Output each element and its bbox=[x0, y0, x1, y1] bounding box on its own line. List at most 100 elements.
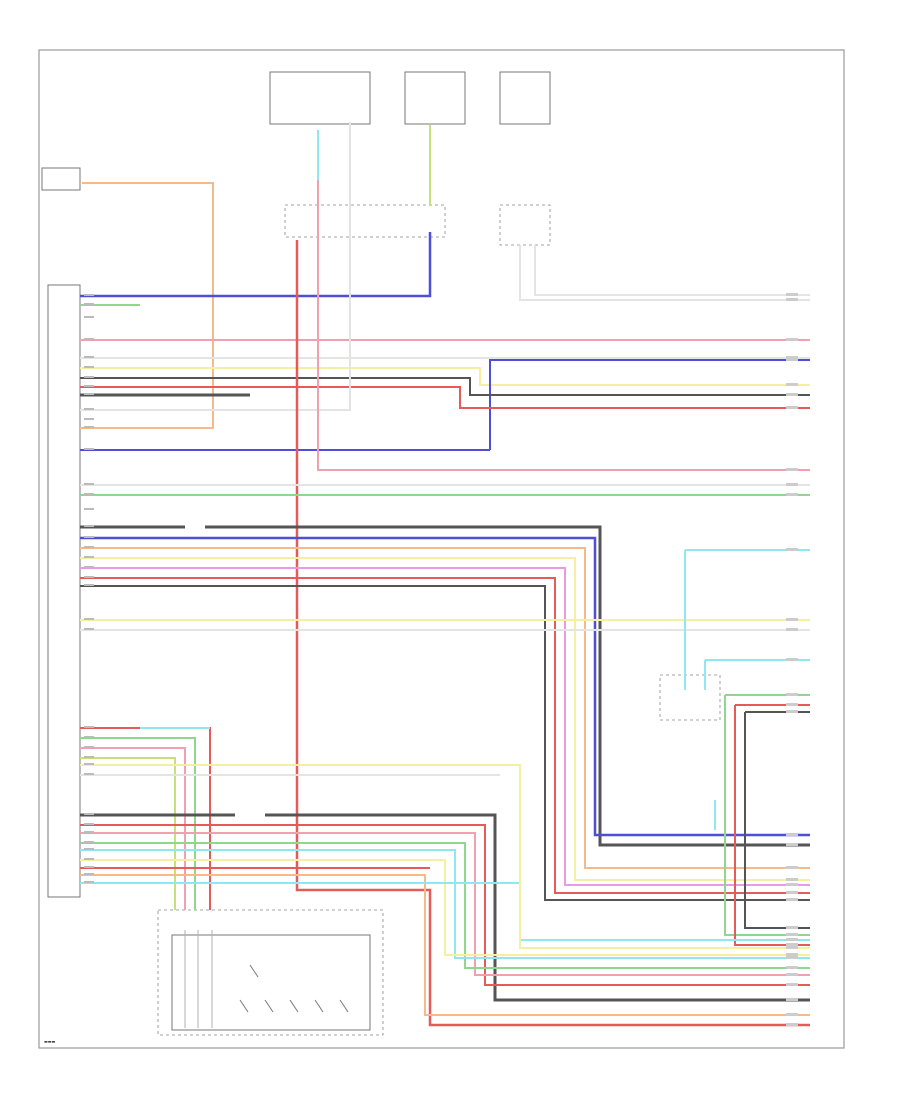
terminal-tag bbox=[786, 468, 798, 471]
terminal-tag bbox=[786, 966, 798, 969]
wire-black-3 bbox=[80, 585, 810, 901]
switch-icon bbox=[289, 999, 299, 1013]
module-pin-tag bbox=[84, 508, 94, 510]
wire-blue-top bbox=[80, 232, 432, 298]
module-pin-tag bbox=[84, 385, 94, 387]
terminal-tag bbox=[786, 938, 798, 941]
module-pin-tag bbox=[84, 858, 94, 860]
wire-black-1 bbox=[80, 377, 810, 396]
terminal-tag bbox=[786, 833, 798, 836]
fuse-box-right bbox=[499, 71, 551, 125]
wire-yellow-4 bbox=[80, 764, 521, 850]
terminal-tag bbox=[786, 953, 798, 956]
module-pin-tag bbox=[84, 763, 94, 765]
terminal-tag bbox=[786, 933, 798, 936]
wire-yellow-6 bbox=[519, 850, 810, 949]
terminal-tag bbox=[786, 338, 798, 341]
wire-red-right-d bbox=[734, 705, 810, 946]
module-pin-tag bbox=[84, 813, 94, 815]
terminal-tag bbox=[786, 548, 798, 551]
terminal-tag bbox=[786, 658, 798, 661]
module-pin-tag bbox=[84, 726, 94, 728]
module-pin-tag bbox=[84, 831, 94, 833]
wire-black-2b bbox=[205, 525, 810, 847]
module-pin-tag bbox=[84, 525, 94, 527]
module-pin-tag bbox=[84, 773, 94, 775]
terminal-tag bbox=[786, 493, 798, 496]
module-pin-tag bbox=[84, 628, 94, 630]
terminal-tag bbox=[786, 946, 798, 949]
wire-pink-3 bbox=[80, 747, 186, 910]
terminal-tag bbox=[786, 358, 798, 361]
wire-harness bbox=[80, 122, 810, 1028]
wire-orange-sensor bbox=[80, 182, 214, 429]
module-pin-tag bbox=[84, 316, 94, 318]
terminal-tag bbox=[786, 1013, 798, 1016]
terminal-tag bbox=[786, 406, 798, 409]
wire-violet-1 bbox=[80, 567, 810, 886]
wire-white-top2 bbox=[534, 245, 810, 296]
terminal-tag bbox=[786, 866, 798, 869]
wire-orange-2 bbox=[80, 547, 810, 869]
terminal-tag bbox=[786, 891, 798, 894]
module-pin-tag bbox=[84, 841, 94, 843]
module-pin-tag bbox=[84, 418, 94, 420]
module-pin-tag bbox=[84, 566, 94, 568]
wire-gray-2 bbox=[80, 122, 351, 411]
wire-red-2 bbox=[80, 577, 810, 894]
module-pin-tag bbox=[84, 393, 94, 395]
module-pin-tag bbox=[84, 338, 94, 340]
junction-connector-right bbox=[499, 204, 551, 246]
terminal-tag bbox=[786, 956, 798, 959]
module-pin-tag bbox=[84, 294, 94, 296]
terminal-tag bbox=[786, 710, 798, 713]
module-pin-tag bbox=[84, 756, 94, 758]
junction-connector-top bbox=[284, 204, 446, 238]
wire-red-4 bbox=[80, 824, 810, 986]
module-pin-tag bbox=[84, 493, 94, 495]
module-pin-tag bbox=[84, 881, 94, 883]
terminal-tag bbox=[786, 356, 798, 359]
diagram-frame bbox=[38, 49, 845, 1049]
wire-red-1 bbox=[80, 386, 810, 409]
module-pin-tag bbox=[84, 556, 94, 558]
terminal-tag bbox=[786, 983, 798, 986]
terminal-tag bbox=[786, 973, 798, 976]
switch-icon bbox=[264, 999, 274, 1013]
terminal-tag bbox=[786, 298, 798, 301]
wire-white-top bbox=[519, 245, 810, 301]
wire-green-4 bbox=[80, 737, 196, 910]
terminal-tag bbox=[786, 998, 798, 1001]
module-pin-tag bbox=[84, 576, 94, 578]
module-pin-tag bbox=[84, 866, 94, 868]
wire-pink-4 bbox=[80, 832, 810, 976]
module-pin-tag bbox=[84, 376, 94, 378]
wire-blue-2 bbox=[489, 359, 810, 450]
diagram-id-label: ▬▬▬ bbox=[44, 1039, 56, 1044]
right-device bbox=[659, 674, 721, 721]
module-pin-tag bbox=[84, 483, 94, 485]
wire-red-drop bbox=[295, 240, 810, 1027]
terminal-tag bbox=[786, 483, 798, 486]
terminal-tag bbox=[786, 618, 798, 621]
terminal-tag bbox=[786, 878, 798, 881]
terminal-tag bbox=[786, 926, 798, 929]
switch-symbols bbox=[239, 964, 349, 1013]
switch-icon bbox=[314, 999, 324, 1013]
terminal-tag bbox=[786, 293, 798, 296]
module-pin-tag bbox=[84, 426, 94, 428]
sensor-top-left bbox=[41, 167, 81, 191]
module-pin-tag bbox=[84, 584, 94, 586]
terminal-tag bbox=[786, 1023, 798, 1026]
wire-yellow-2 bbox=[80, 557, 810, 881]
module-pin-tag bbox=[84, 303, 94, 305]
terminal-tag bbox=[786, 898, 798, 901]
wire-green-5 bbox=[80, 842, 810, 969]
wire-black-4b bbox=[265, 813, 810, 1002]
wire-green-right-d bbox=[724, 695, 810, 936]
module-pin-tag bbox=[84, 736, 94, 738]
module-pin-tag bbox=[84, 536, 94, 538]
wire-pink-drop bbox=[317, 130, 810, 471]
terminal-tag bbox=[786, 943, 798, 946]
